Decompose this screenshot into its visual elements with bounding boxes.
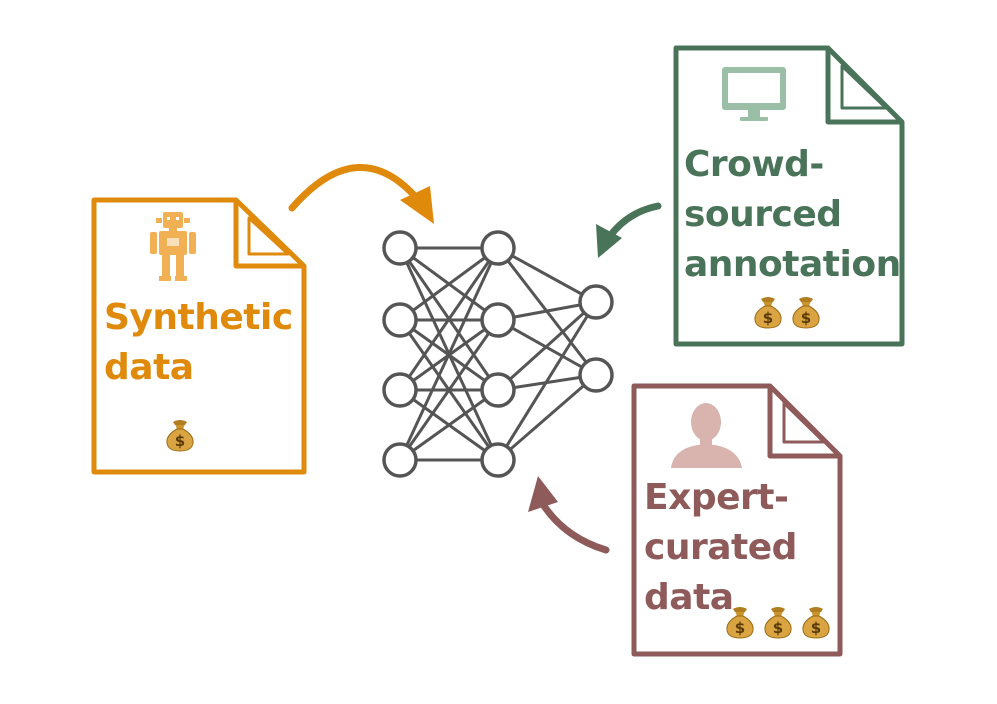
network-edge (496, 301, 598, 461)
expert-arrow (528, 476, 610, 554)
person-icon (671, 403, 742, 468)
expert-curated-data-label: Expert- curated data (644, 473, 797, 623)
network-edge (398, 247, 500, 461)
synthetic-data-document (91, 197, 307, 475)
network-edge (398, 319, 500, 461)
neural-network-edges (398, 246, 598, 462)
network-edge (399, 246, 499, 322)
crowd-label-line: Crowd- (684, 144, 824, 185)
expert-label-line: data (644, 577, 734, 618)
crowd-label-line: sourced (684, 194, 842, 235)
network-node (480, 372, 516, 408)
monitor-icon (722, 67, 786, 121)
network-node (480, 230, 516, 266)
network-node (382, 372, 418, 408)
money-bag-icon (166, 419, 194, 452)
crowd-sourced-annotation-label: Crowd- sourced annotation (684, 140, 901, 290)
money-bag-icon (754, 296, 820, 329)
network-node (382, 302, 418, 338)
network-node (382, 442, 418, 478)
network-edge (497, 373, 597, 462)
network-edge (398, 247, 500, 391)
network-edge (497, 246, 597, 304)
neural-network-nodes (382, 230, 614, 478)
synthetic-arrow (288, 164, 434, 224)
network-node (578, 284, 614, 320)
network-node (480, 302, 516, 338)
network-node (382, 230, 418, 266)
crowd-label-line: annotation (684, 244, 901, 285)
expert-label-line: curated (644, 527, 797, 568)
network-edge (496, 300, 598, 392)
synthetic-label-line: Synthetic (104, 297, 293, 338)
crowd-arrow (596, 202, 662, 258)
crowd-sourced-document (673, 45, 905, 347)
synthetic-label-line: data (104, 347, 194, 388)
network-node (578, 357, 614, 393)
synthetic-data-label: Synthetic data (104, 293, 293, 393)
network-node (480, 442, 516, 478)
network-edge (399, 388, 499, 462)
expert-label-line: Expert- (644, 477, 789, 518)
robot-icon (150, 212, 196, 281)
expert-curated-document (631, 383, 843, 657)
